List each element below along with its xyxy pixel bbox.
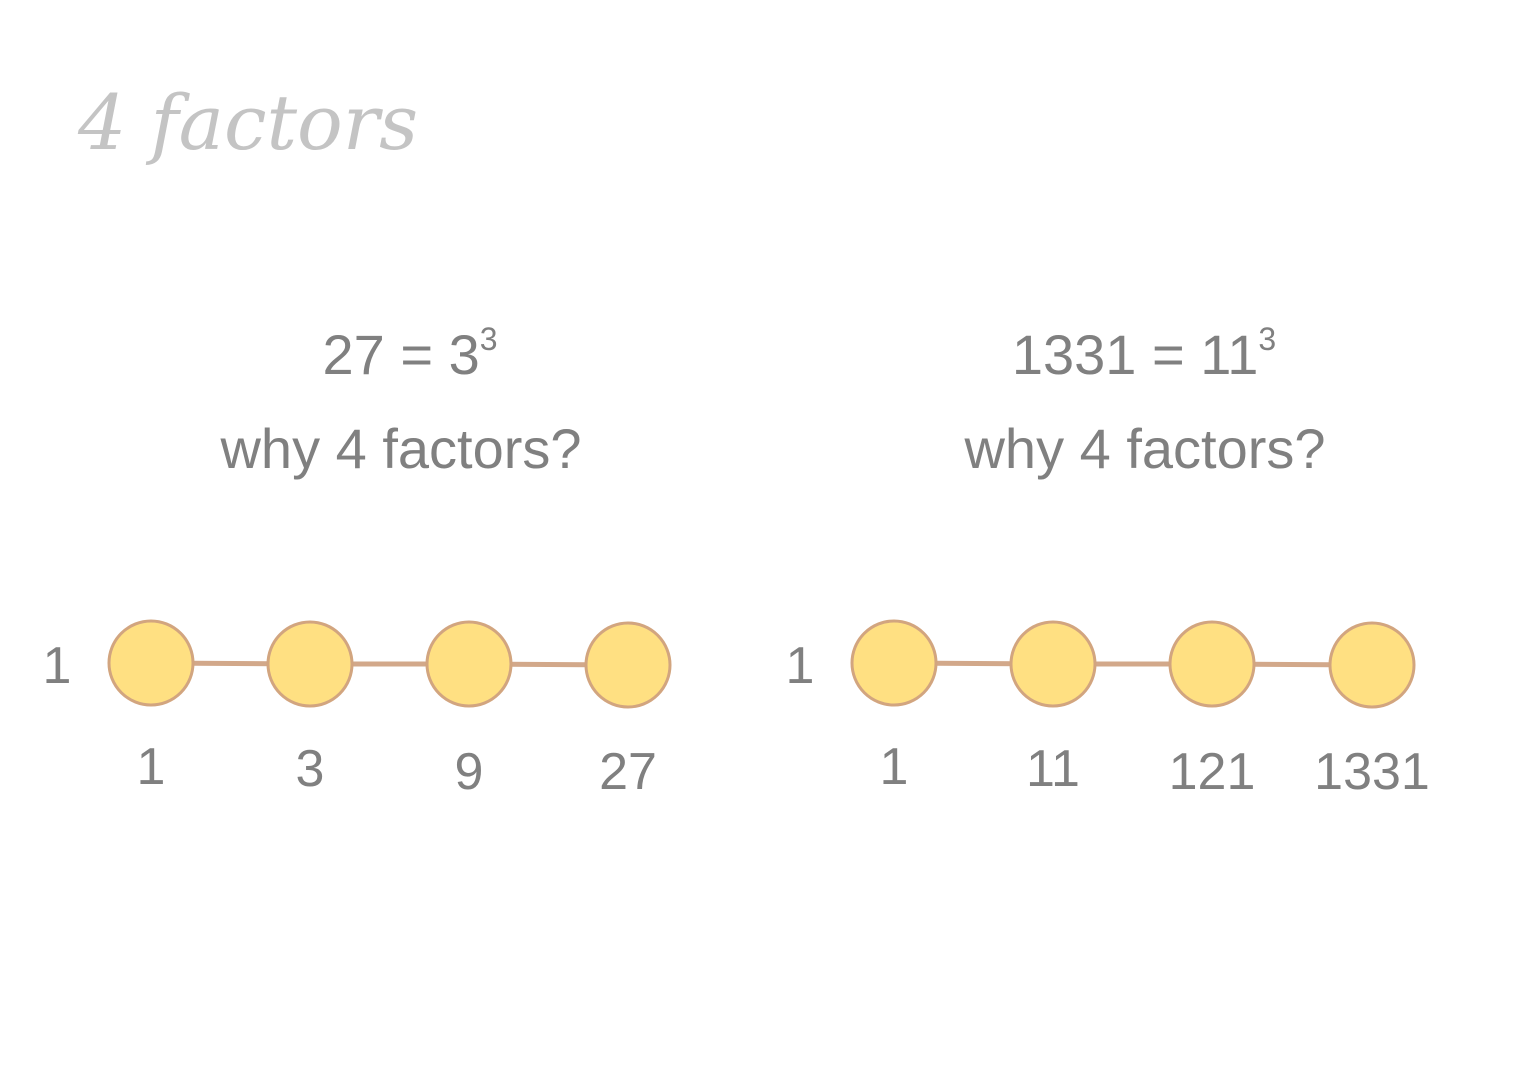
factor-label-11: 11 [1026,740,1080,798]
panel-1-number: 27 [322,323,385,386]
factor-node-1 [850,619,938,707]
panel-2-question: why 4 factors? [964,417,1326,480]
factor-node-1331 [1328,621,1416,709]
factor-chain-1: 1 1 3 9 27 [43,619,672,801]
factor-node-1 [107,619,195,707]
panel-2-number: 1331 [1011,323,1137,386]
chain-1-row-label: 1 [43,637,72,695]
factor-label-121: 121 [1169,743,1256,801]
panel-1-question: why 4 factors? [220,417,582,480]
panel-1-equation: 27 = 33 [322,321,498,387]
panel-1-base: 3 [448,323,480,386]
panel-2-base: 11 [1200,323,1259,386]
factor-label-27: 27 [599,743,657,801]
panel-1-equals: = [400,323,434,386]
factor-node-121 [1168,620,1256,708]
factor-node-3 [266,620,354,708]
factor-label-1331: 1331 [1314,743,1430,801]
factor-label-1: 1 [880,738,909,796]
factor-node-9 [425,620,513,708]
panel-2-exponent: 3 [1258,321,1277,358]
factor-node-11 [1009,620,1097,708]
panel-2-equation: 1331 = 113 [1011,321,1277,387]
panel-1-exponent: 3 [479,321,498,358]
panel-2-equals: = [1151,323,1185,386]
factor-label-3: 3 [296,740,325,798]
slide-title: 4 factors [78,78,419,167]
factor-node-27 [584,621,672,709]
factor-label-1: 1 [137,738,166,796]
chain-2-row-label: 1 [786,637,815,695]
factor-label-9: 9 [455,743,484,801]
